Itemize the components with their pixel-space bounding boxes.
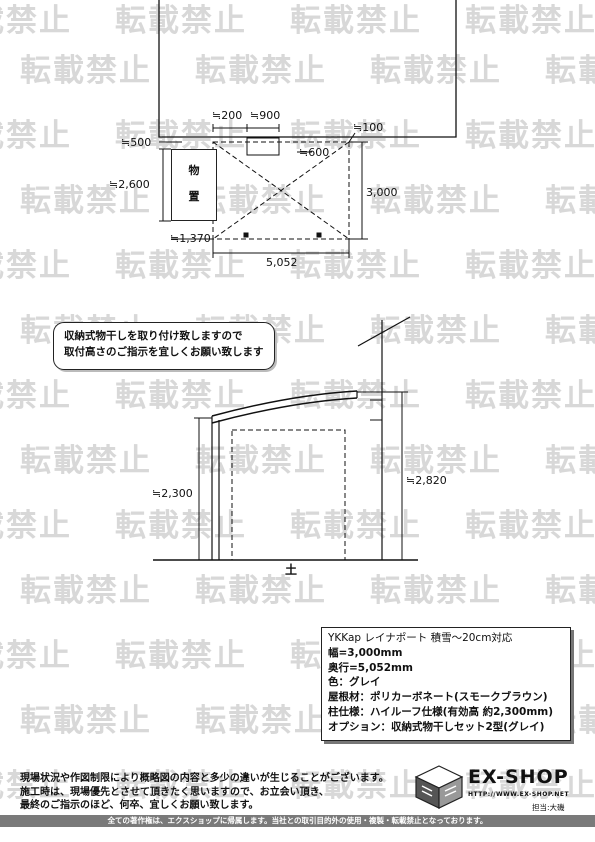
watermark-text: 転載禁止 — [20, 573, 152, 609]
watermark-text: 転載禁止 — [0, 378, 72, 414]
watermark-text: 転載禁止 — [20, 53, 152, 89]
callout-line-2: 取付高さのご指示を宜しくお願い致します — [64, 346, 264, 358]
note-line-3: 最終のご指示のほど、何卒、宜しくお願い致します。 — [20, 800, 259, 811]
vehicle-clearance — [231, 429, 346, 561]
dim-2820: ≒2,820 — [406, 474, 447, 487]
watermark-text: 転載禁止 — [545, 443, 595, 479]
note-line-1: 現場状況や作図制限により概略図の内容と多少の違いが生じることがございます。 — [20, 773, 389, 784]
watermark-text: 転載禁止 — [290, 508, 422, 544]
callout-note: 収納式物干しを取り付け致しますので 取付高さのご指示を宜しくお願い致します — [53, 322, 275, 370]
wall-bracket — [370, 399, 383, 421]
copyright-footer: 全ての著作権は、エクスショップに帰属します。当社との取引目的外の使用・複製・転載… — [0, 815, 595, 827]
watermark-text: 転載禁止 — [195, 53, 327, 89]
watermark-text: 転載禁止 — [370, 443, 502, 479]
dim-5052: 5,052 — [266, 256, 298, 269]
post-marker-1 — [243, 232, 249, 238]
ground-label: 土 — [285, 563, 298, 577]
watermark-text: 転載禁止 — [465, 378, 595, 414]
watermark-text: 転載禁止 — [115, 638, 247, 674]
staff-label: 担当:大磯 — [532, 803, 565, 812]
house-eave — [357, 316, 411, 347]
storage-shed: 物 置 — [171, 149, 217, 221]
watermark-text: 転載禁止 — [465, 3, 595, 39]
dim-2300: ≒2,300 — [152, 487, 193, 500]
watermark-text: 転載禁止 — [115, 378, 247, 414]
watermark-text: 転載禁止 — [115, 118, 247, 154]
dim-500: ≒500 — [121, 136, 152, 149]
watermark-text: 転載禁止 — [290, 768, 422, 804]
post-marker-2 — [316, 232, 322, 238]
site-notes: 現場状況や作図制限により概略図の内容と多少の違いが生じることがございます。 施工… — [20, 772, 389, 813]
watermark-text: 転載禁止 — [370, 573, 502, 609]
watermark-text: 転載禁止 — [545, 573, 595, 609]
dim-900: ≒900 — [250, 109, 281, 122]
watermark-text: 転載禁止 — [195, 573, 327, 609]
watermark-text: 転載禁止 — [465, 248, 595, 284]
spec-line: YKKap レイナポート 積雪～20cm対応 — [328, 632, 513, 644]
watermark-text: 転載禁止 — [465, 118, 595, 154]
watermark-text: 転載禁止 — [370, 183, 502, 219]
watermark-text: 転載禁止 — [0, 768, 72, 804]
watermark-text: 転載禁止 — [195, 703, 327, 739]
watermark-text: 転載禁止 — [290, 3, 422, 39]
watermark-text: 転載禁止 — [0, 3, 72, 39]
watermark-text: 転載禁止 — [290, 248, 422, 284]
watermark-text: 転載禁止 — [545, 313, 595, 349]
watermark-text: 転載禁止 — [20, 183, 152, 219]
watermark-text: 転載禁止 — [20, 703, 152, 739]
watermark-text: 転載禁止 — [465, 508, 595, 544]
storage-label-1: 物 — [188, 164, 200, 177]
watermark-text: 転載禁止 — [0, 508, 72, 544]
watermark-text: 転載禁止 — [20, 443, 152, 479]
watermark-text: 転載禁止 — [0, 638, 72, 674]
ex-shop-logo: EX-SHOP HTTP://WWW.EX-SHOP.NET 担当:大磯 — [412, 762, 582, 812]
carport-diagonal-2 — [212, 141, 350, 240]
watermark-text: 転載禁止 — [0, 248, 72, 284]
spec-line: 幅=3,000mm — [328, 646, 403, 659]
watermark-text: 転載禁止 — [370, 53, 502, 89]
cube-icon — [414, 765, 464, 809]
roof-arc — [211, 390, 358, 417]
callout-line-1: 収納式物干しを取り付け致しますので — [64, 330, 243, 342]
watermark-text: 転載禁止 — [195, 443, 327, 479]
watermark-text: 転載禁止 — [115, 508, 247, 544]
watermark-text: 転載禁止 — [290, 118, 422, 154]
dim-2600: ≒2,600 — [109, 178, 150, 191]
spec-line: 屋根材：ポリカーボネート(スモークブラウン) — [328, 691, 548, 704]
watermark-text: 転載禁止 — [545, 53, 595, 89]
spec-line: 柱仕様：ハイルーフ仕様(有効高 約2,300mm) — [328, 705, 554, 718]
watermark-text: 転載禁止 — [465, 768, 595, 804]
storage-label-2: 置 — [188, 190, 200, 203]
logo-url: HTTP://WWW.EX-SHOP.NET — [468, 791, 570, 798]
watermark-text: 転載禁止 — [115, 768, 247, 804]
dim-3000: 3,000 — [366, 186, 398, 199]
note-line-2: 施工時は、現場優先とさせて頂きたく思いますので、お立会い頂き、 — [20, 786, 329, 798]
watermark-text: 転載禁止 — [370, 313, 502, 349]
dim-100: ≒100 — [353, 121, 384, 134]
logo-name: EX-SHOP — [468, 766, 569, 788]
spec-box: YKKap レイナポート 積雪～20cm対応 幅=3,000mm 奥行=5,05… — [321, 627, 571, 741]
watermark-text: 転載禁止 — [0, 118, 72, 154]
house-wall-outline — [158, 0, 457, 138]
spec-line: 奥行=5,052mm — [328, 661, 413, 674]
dim-600: ≒600 — [299, 146, 330, 159]
spec-line: オプション：収納式物干しセット2型(グレイ) — [328, 720, 545, 733]
dim-200: ≒200 — [212, 109, 243, 122]
watermark-text: 転載禁止 — [115, 3, 247, 39]
window-box — [246, 137, 280, 156]
spec-line: 色：グレイ — [328, 676, 381, 689]
watermark-text: 転載禁止 — [115, 248, 247, 284]
watermark-text: 転載禁止 — [545, 183, 595, 219]
dim-1370: ≒1,370 — [170, 232, 211, 245]
